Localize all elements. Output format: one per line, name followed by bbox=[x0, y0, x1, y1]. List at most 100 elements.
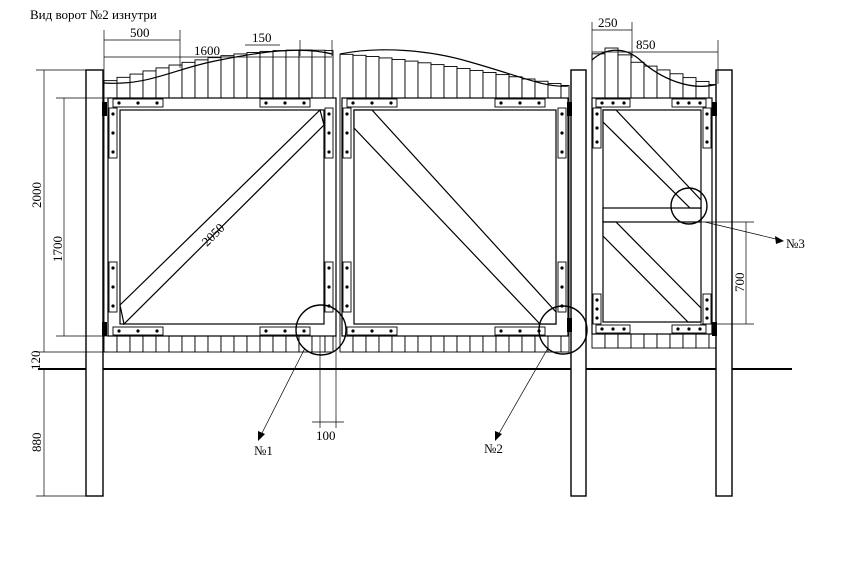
callout-label-2: №2 bbox=[484, 441, 503, 456]
bolt bbox=[345, 131, 349, 135]
bolt bbox=[345, 266, 349, 270]
bolt bbox=[600, 101, 604, 105]
bolt bbox=[302, 329, 306, 333]
dim-100: 100 bbox=[316, 428, 336, 443]
post-middle bbox=[570, 69, 587, 497]
callout-leaders bbox=[258, 221, 784, 441]
bolt bbox=[705, 126, 709, 130]
bolt bbox=[600, 327, 604, 331]
bolt bbox=[389, 101, 393, 105]
bolt bbox=[327, 285, 331, 289]
bolt bbox=[705, 112, 709, 116]
bolt bbox=[698, 327, 702, 331]
bolt bbox=[351, 329, 355, 333]
bolt bbox=[345, 285, 349, 289]
bolt bbox=[705, 316, 709, 320]
bolt bbox=[264, 101, 268, 105]
bolt bbox=[595, 298, 599, 302]
callout-label-3: №3 bbox=[786, 236, 805, 251]
dim-1600: 1600 bbox=[194, 43, 220, 58]
bolt bbox=[705, 307, 709, 311]
callout-label-1: №1 bbox=[254, 443, 273, 458]
bolt bbox=[345, 112, 349, 116]
bolt bbox=[111, 285, 115, 289]
dim-120: 120 bbox=[28, 351, 43, 371]
drawing-title: Вид ворот №2 изнутри bbox=[30, 7, 157, 22]
bolt bbox=[595, 112, 599, 116]
bolt bbox=[698, 101, 702, 105]
bolt bbox=[595, 307, 599, 311]
bolt bbox=[595, 140, 599, 144]
bolt bbox=[611, 101, 615, 105]
bolt bbox=[302, 101, 306, 105]
bolt bbox=[622, 101, 626, 105]
bolt bbox=[155, 101, 159, 105]
dim-700: 700 bbox=[732, 273, 747, 293]
bolt bbox=[499, 101, 503, 105]
dim-1700: 1700 bbox=[50, 236, 65, 262]
post-left bbox=[85, 69, 104, 497]
dim-250: 250 bbox=[598, 15, 618, 30]
bolt bbox=[676, 101, 680, 105]
bolt bbox=[327, 266, 331, 270]
dim-850: 850 bbox=[636, 37, 656, 52]
bolt bbox=[117, 329, 121, 333]
bolt bbox=[327, 112, 331, 116]
dimension-lines bbox=[36, 22, 754, 497]
bolt bbox=[595, 126, 599, 130]
dim-150: 150 bbox=[252, 30, 272, 45]
bolt bbox=[560, 131, 564, 135]
bolt bbox=[136, 101, 140, 105]
bolt bbox=[499, 329, 503, 333]
bolt bbox=[687, 101, 691, 105]
left-leaf-frame bbox=[107, 97, 337, 337]
wicket-frame bbox=[591, 97, 713, 335]
bolt bbox=[611, 327, 615, 331]
bolt bbox=[155, 329, 159, 333]
bolt bbox=[111, 304, 115, 308]
dim-880: 880 bbox=[29, 433, 44, 453]
post-right bbox=[715, 69, 733, 497]
detail-circle-2 bbox=[538, 305, 588, 355]
bolt bbox=[370, 101, 374, 105]
bolt bbox=[560, 112, 564, 116]
bolt bbox=[705, 298, 709, 302]
right-leaf-frame bbox=[341, 97, 569, 337]
bolt bbox=[705, 140, 709, 144]
bolt bbox=[111, 112, 115, 116]
bolt bbox=[537, 101, 541, 105]
bolt bbox=[518, 329, 522, 333]
bolt bbox=[676, 327, 680, 331]
bolt bbox=[111, 131, 115, 135]
bolt bbox=[117, 101, 121, 105]
bolt bbox=[560, 150, 564, 154]
hinges bbox=[102, 102, 717, 336]
bolt bbox=[264, 329, 268, 333]
dim-2000: 2000 bbox=[29, 182, 44, 208]
bolt bbox=[345, 150, 349, 154]
bolt bbox=[687, 327, 691, 331]
bolt bbox=[518, 101, 522, 105]
left-leaf-top-curve bbox=[103, 49, 333, 84]
bolt bbox=[111, 150, 115, 154]
bolt bbox=[595, 316, 599, 320]
right-leaf-top-curve bbox=[339, 49, 569, 87]
bolt bbox=[389, 329, 393, 333]
bolt bbox=[136, 329, 140, 333]
bolt bbox=[370, 329, 374, 333]
bolt bbox=[111, 266, 115, 270]
mounting-plates bbox=[108, 98, 712, 336]
bolt bbox=[283, 329, 287, 333]
bolt bbox=[345, 304, 349, 308]
bolt bbox=[327, 150, 331, 154]
detail-circle-1 bbox=[295, 304, 347, 356]
bolt bbox=[351, 101, 355, 105]
bolt bbox=[560, 266, 564, 270]
detail-circle-3 bbox=[670, 187, 708, 225]
bolt bbox=[560, 285, 564, 289]
dim-500: 500 bbox=[130, 25, 150, 40]
bolt bbox=[327, 131, 331, 135]
bolt bbox=[622, 327, 626, 331]
bolt bbox=[283, 101, 287, 105]
